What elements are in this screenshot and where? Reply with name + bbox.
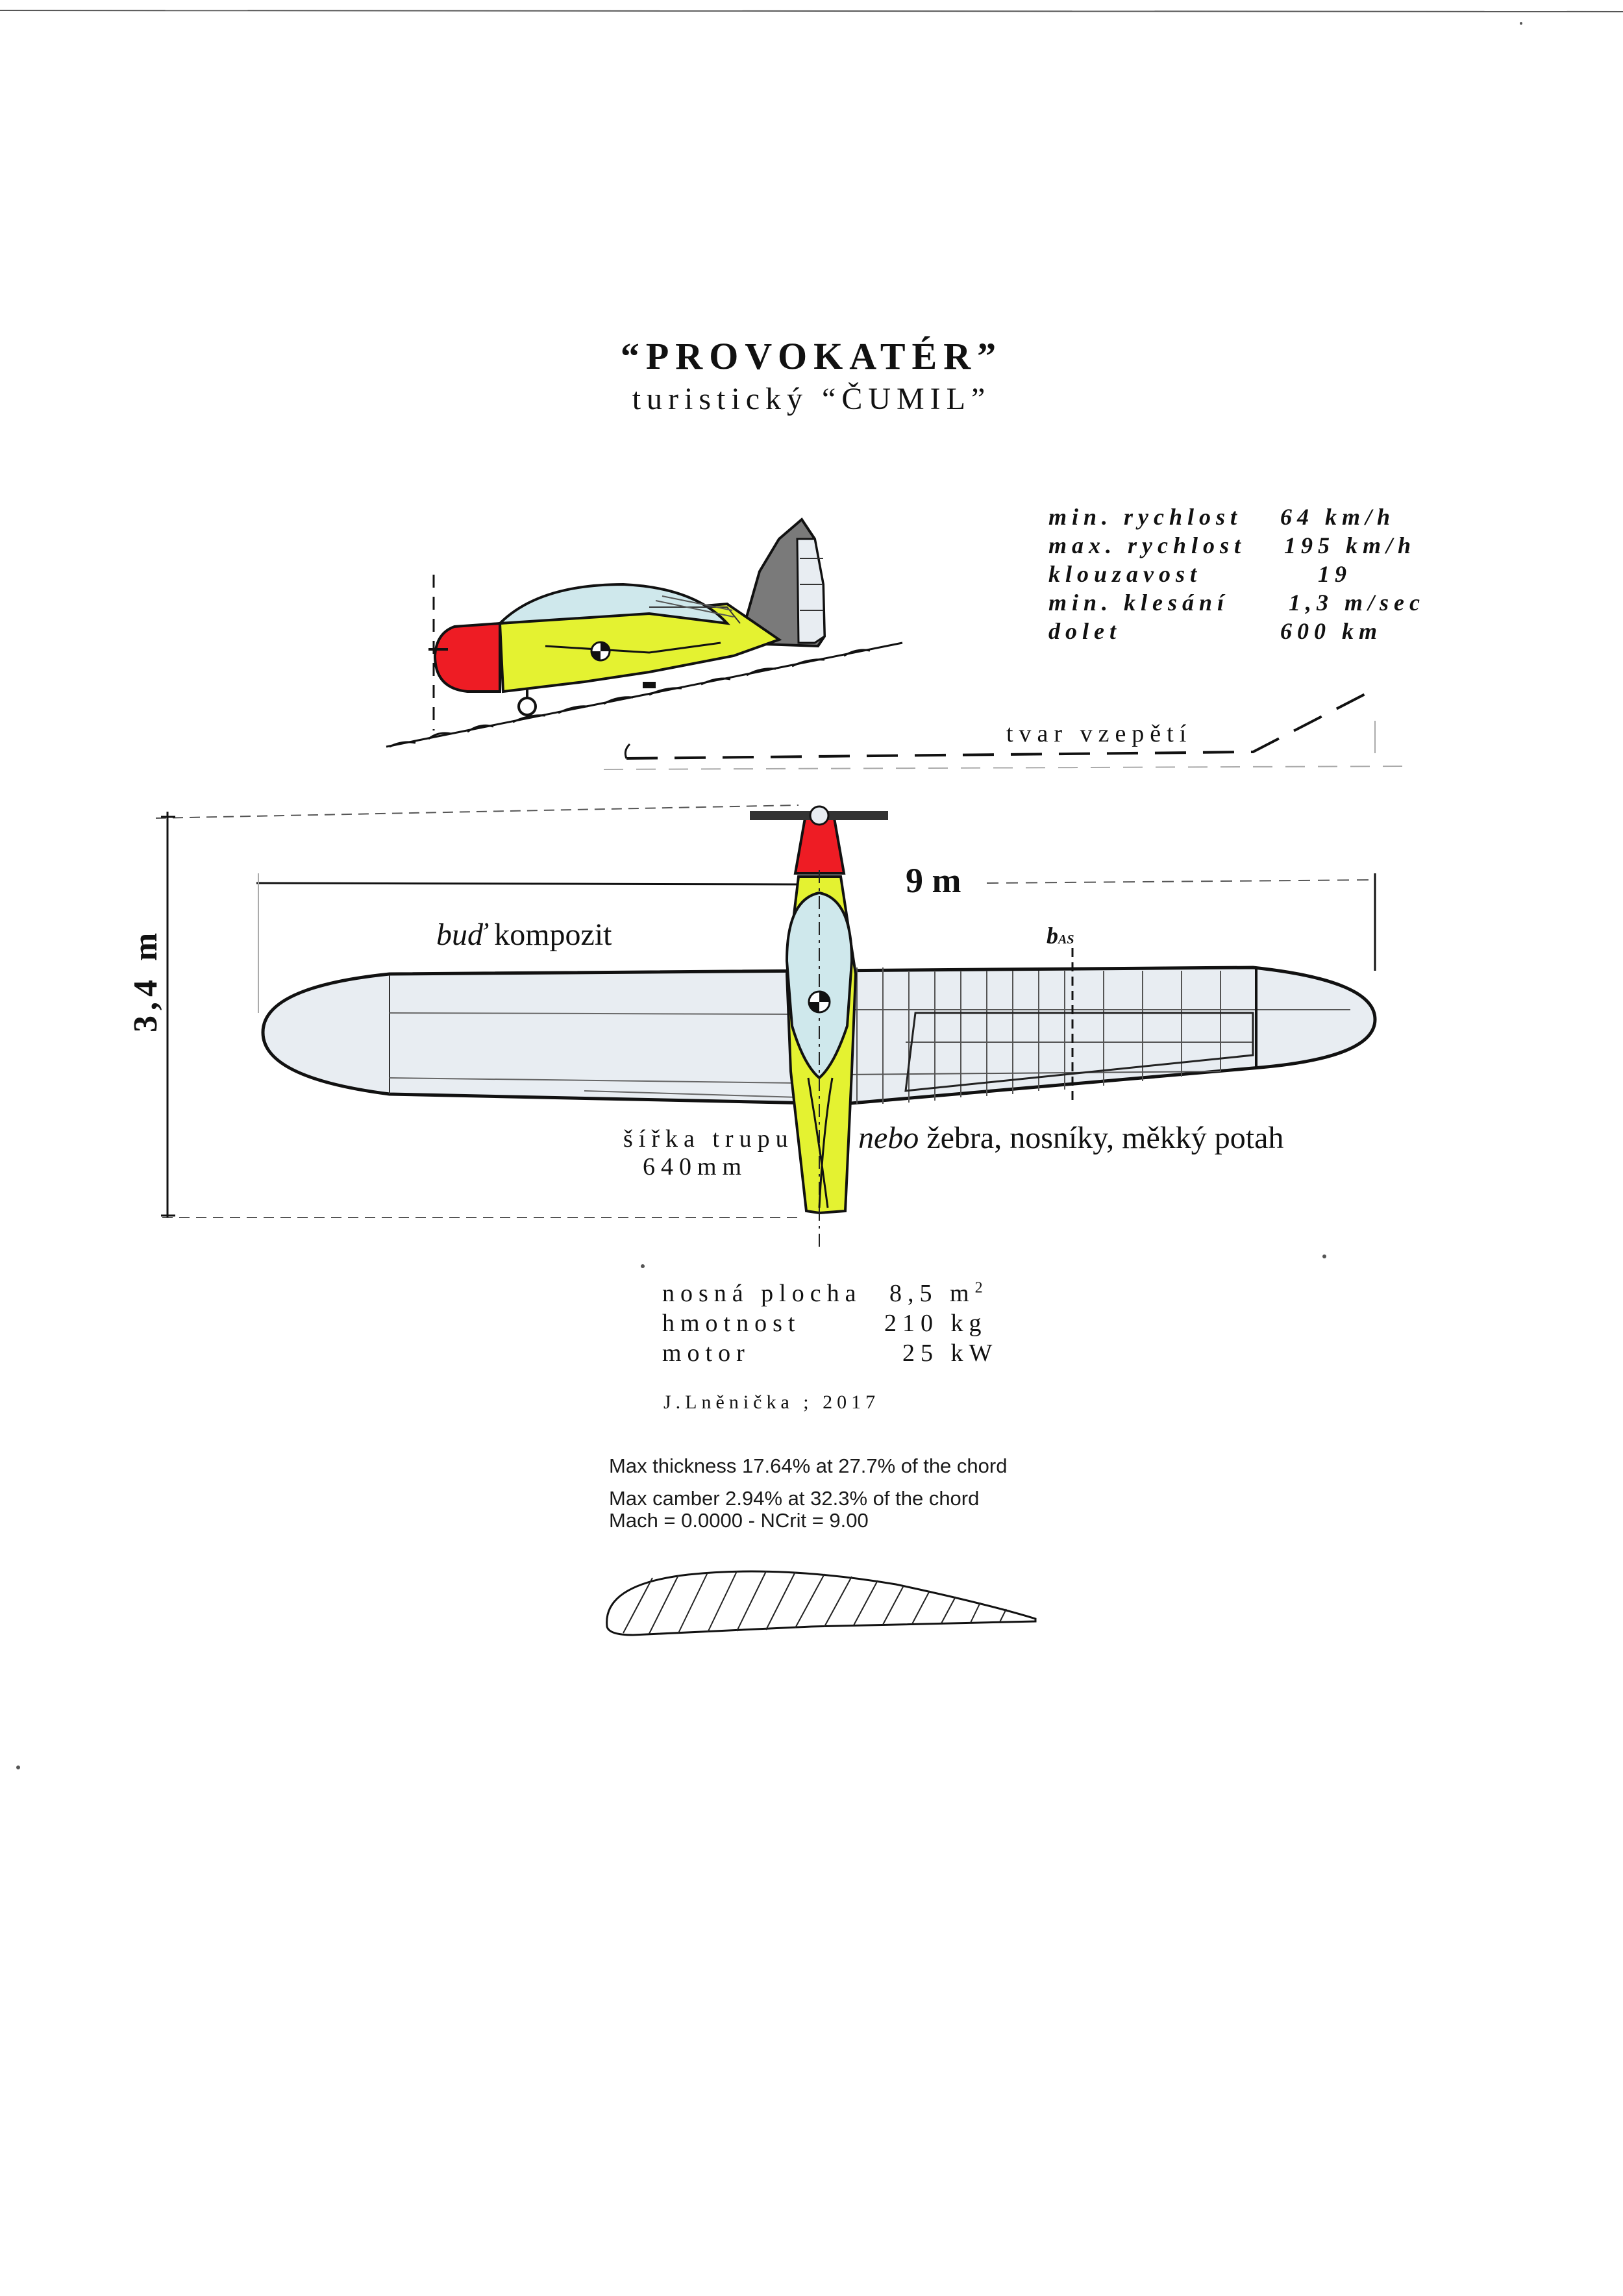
spec-value-motor: 25 kW — [902, 1340, 998, 1367]
nose-cowling — [433, 621, 501, 693]
wing-ribs — [843, 967, 1350, 1104]
wing-note-ribs-italic: nebo — [858, 1121, 919, 1155]
page-subtitle: turistický “ČUMIL” — [632, 382, 991, 416]
perf-label-glide-ratio: klouzavost — [1048, 561, 1202, 587]
ground-hatching — [389, 649, 871, 748]
spec-label-mass: hmotnost — [662, 1310, 801, 1337]
span-dimension-left — [256, 882, 799, 886]
perf-value-min-speed: 64 km/h — [1280, 504, 1396, 530]
perf-label-max-speed: max. rychlost — [1048, 532, 1246, 558]
mac-subscript: AS — [1058, 932, 1074, 947]
scan-top-edge — [0, 10, 1623, 12]
main-wheel — [517, 697, 537, 716]
perf-value-glide-ratio: 19 — [1318, 561, 1352, 587]
perf-label-min-sink: min. klesání — [1048, 590, 1230, 616]
wing-note-ribs: nebo žebra, nosníky, měkký potah — [858, 1120, 1283, 1156]
mac-label: bAS — [1047, 922, 1074, 949]
perf-label-min-speed: min. rychlost — [1048, 504, 1243, 530]
spec-label-wing-area: nosná plocha — [662, 1280, 862, 1307]
mac-symbol: b — [1047, 923, 1058, 949]
span-dimension-right — [986, 879, 1377, 884]
canopy-side — [496, 582, 731, 625]
spec-value-wing-area-number: 8,5 m — [889, 1280, 975, 1307]
rudder — [796, 538, 826, 644]
perf-value-max-speed: 195 km/h — [1284, 532, 1417, 558]
dihedral-line — [626, 687, 1377, 760]
airfoil-mach-line: Mach = 0.0000 - NCrit = 9.00 — [609, 1509, 869, 1532]
spec-value-wing-area: 8,5 m2 — [889, 1279, 989, 1308]
perf-value-range: 600 km — [1280, 618, 1383, 644]
fuselage-width-value: 640mm — [643, 1153, 748, 1180]
wing-note-composite-italic: buď — [436, 917, 487, 952]
airfoil-section — [606, 1570, 1037, 1636]
perf-label-range: dolet — [1048, 618, 1121, 644]
wing-note-composite: buď kompozit — [436, 917, 612, 953]
spec-value-wing-area-sup: 2 — [974, 1279, 989, 1297]
airfoil-thickness-line: Max thickness 17.64% at 27.7% of the cho… — [609, 1454, 1008, 1477]
wing-note-ribs-text: žebra, nosníky, měkký potah — [926, 1121, 1284, 1155]
page-title: “PROVOKATÉR” — [620, 335, 1003, 377]
wing-note-composite-text: kompozit — [494, 917, 612, 952]
dihedral-label: tvar vzepětí — [1006, 720, 1193, 747]
aileron — [904, 1012, 1254, 1092]
length-label: 3,4 m — [127, 927, 164, 1032]
spec-value-mass: 210 kg — [884, 1310, 987, 1337]
top-view-drawing — [155, 805, 1377, 1247]
author-credit: J.Lněnička ; 2017 — [663, 1391, 880, 1413]
span-label: 9 m — [906, 861, 961, 900]
spec-label-motor: motor — [662, 1340, 750, 1367]
airfoil-camber-line: Max camber 2.94% at 32.3% of the chord — [609, 1487, 980, 1510]
dihedral-diagram — [603, 687, 1403, 770]
side-view-drawing — [386, 518, 903, 748]
perf-value-min-sink: 1,3 m/sec — [1289, 590, 1425, 616]
fuselage-width-label: šířka trupu — [623, 1125, 794, 1153]
